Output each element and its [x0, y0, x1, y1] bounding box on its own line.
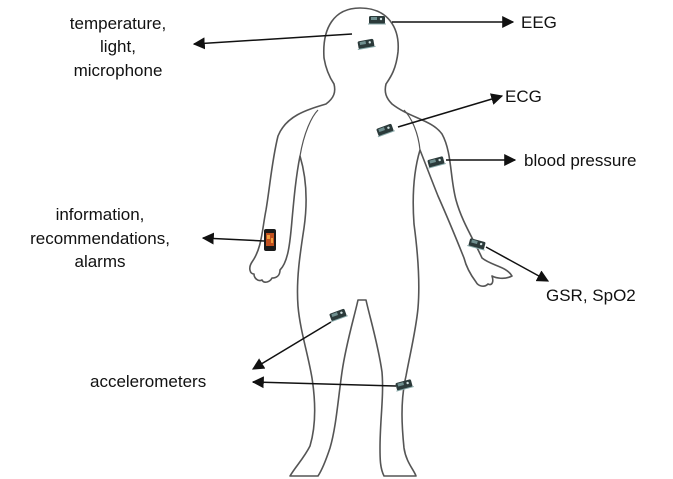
label-head-sensors-line3: microphone — [74, 61, 163, 80]
arrow-head-sensors — [194, 34, 352, 44]
sensor-eeg-icon — [368, 16, 386, 24]
label-ecg: ECG — [505, 87, 542, 106]
sensor-head-icon — [356, 38, 375, 49]
arrow-gsr — [486, 247, 548, 281]
sensor-thigh-icon — [328, 308, 348, 322]
sensor-ecg-icon — [375, 123, 395, 137]
left-armpit-line — [300, 110, 318, 156]
sensor-gsr-icon — [467, 238, 486, 250]
label-gsr-spo2: GSR, SpO2 — [546, 286, 636, 305]
arrow-ecg — [398, 96, 502, 127]
label-phone-line2: recommendations, — [30, 229, 170, 248]
label-head-sensors-line1: temperature, — [70, 14, 166, 33]
label-phone-line3: alarms — [74, 252, 125, 271]
label-eeg: EEG — [521, 13, 557, 32]
label-blood-pressure: blood pressure — [524, 151, 636, 170]
sensor-blood-pressure-icon — [426, 156, 445, 168]
label-accelerometers: accelerometers — [90, 372, 206, 391]
label-head-sensors-line2: light, — [100, 37, 136, 56]
arrow-accelerometer-thigh — [253, 322, 331, 369]
arrow-phone — [203, 238, 264, 241]
arrow-accelerometer-shin — [253, 382, 396, 386]
sensor-shin-icon — [394, 379, 413, 391]
smartphone-icon — [264, 229, 276, 251]
label-phone-line1: information, — [56, 205, 145, 224]
